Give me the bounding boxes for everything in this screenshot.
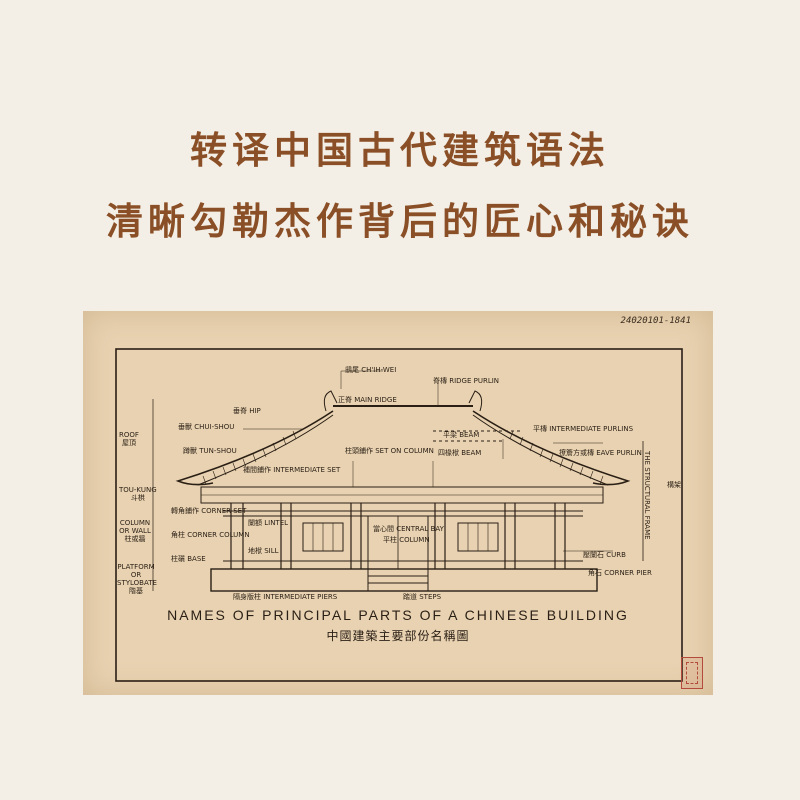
label-chih-wei: 鴟尾 CH'IH-WEI <box>345 366 397 374</box>
chih-wei-right <box>468 390 483 412</box>
headline-line-2: 清晰勾勒杰作背后的匠心和秘诀 <box>106 199 694 243</box>
label-main-ridge: 正脊 MAIN RIDGE <box>338 396 397 404</box>
label-column-or-wall: COLUMN OR WALL 柱或牆 <box>119 519 151 543</box>
roof-slope-left <box>175 410 334 486</box>
label-intermediate-purlins: 平槫 INTERMEDIATE PURLINS <box>533 425 634 433</box>
label-hip: 垂脊 HIP <box>233 407 261 415</box>
drawing-frame <box>115 348 683 682</box>
label-tou-kung: TOU-KUNG 斗栱 <box>119 486 157 502</box>
label-intermediate-piers: 隔身版柱 INTERMEDIATE PIERS <box>233 593 338 601</box>
label-roof: ROOF 屋頂 <box>119 431 139 447</box>
label-corner-column: 角柱 CORNER COLUMN <box>171 531 250 539</box>
label-beam: 平梁 BEAM <box>443 431 480 439</box>
label-ridge-purlin: 脊槫 RIDGE PURLIN <box>433 377 500 385</box>
label-beam-2: 四椽栿 BEAM <box>438 449 482 457</box>
headline-line-1: 转译中国古代建筑语法 <box>190 128 610 172</box>
purlin-dashed <box>433 430 523 442</box>
label-column: 平柱 COLUMN <box>383 536 430 544</box>
label-corner-set: 轉角鋪作 CORNER SET <box>171 507 247 515</box>
label-tun-shou: 蹲獸 TUN-SHOU <box>183 447 237 455</box>
steps <box>367 569 429 591</box>
architectural-drawing: 24020101-1841 ROOF 屋頂 TOU-KUNG 斗栱 COLUMN… <box>83 311 713 695</box>
label-curb: 壓闌石 CURB <box>583 551 626 559</box>
roof-tile-hatching <box>202 430 604 485</box>
label-central-bay: 當心間 CENTRAL BAY <box>373 525 444 533</box>
archive-number: 24020101-1841 <box>620 316 691 326</box>
chih-wei-left <box>323 390 338 412</box>
columns <box>230 503 566 569</box>
label-sill: 地栿 SILL <box>248 547 279 555</box>
label-platform: PLATFORM OR STYLOBATE 階基 <box>117 563 157 595</box>
label-eave-purlin: 撩簷方或槫 EAVE PURLIN <box>559 449 642 457</box>
label-base: 柱礩 BASE <box>171 555 206 563</box>
label-chui-shou: 垂獸 CHUI-SHOU <box>178 423 235 431</box>
red-seal-stamp <box>681 657 703 689</box>
label-steps: 踏道 STEPS <box>403 593 442 601</box>
label-corner-pier: 角石 CORNER PIER <box>588 569 652 577</box>
roof-inner-right <box>472 414 609 486</box>
label-set-on-column: 柱頭鋪作 SET ON COLUMN <box>345 447 434 455</box>
roof-slope-right <box>472 410 631 486</box>
label-structural-frame: THE STRUCTURAL FRAME <box>643 451 651 540</box>
drawing-caption-english: NAMES OF PRINCIPAL PARTS OF A CHINESE BU… <box>167 607 629 623</box>
building-elevation-drawing <box>115 348 683 682</box>
label-lintel: 闌額 LINTEL <box>248 519 289 527</box>
lintel-line <box>223 510 583 517</box>
platform <box>210 568 598 592</box>
drawing-caption-chinese: 中國建築主要部份名稱圖 <box>326 629 470 643</box>
roof-inner-left <box>197 414 334 486</box>
label-intermediate-set: 補間鋪作 INTERMEDIATE SET <box>243 466 341 474</box>
label-structural-frame-cn: 構架 <box>667 481 681 489</box>
